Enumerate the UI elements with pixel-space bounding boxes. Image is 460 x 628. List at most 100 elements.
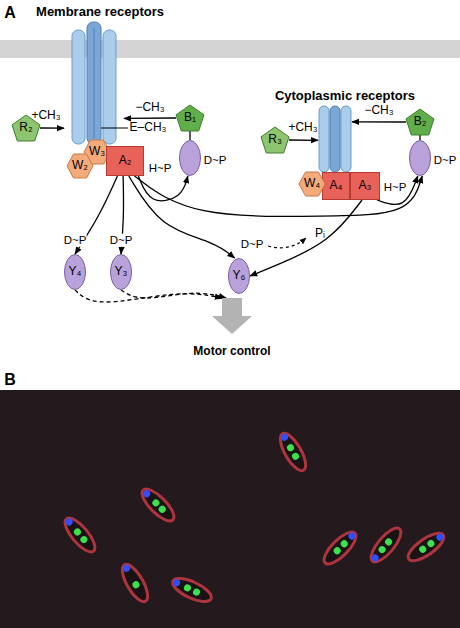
cell-outline: [319, 527, 360, 568]
bond-line: [101, 128, 128, 129]
phosphotransfer-arrow: [124, 117, 176, 119]
green-focus: [183, 583, 192, 592]
receiver-ellipse: [65, 255, 86, 290]
phosphotransfer-arrow: [189, 131, 190, 140]
node-label: D~P: [204, 154, 227, 167]
green-focus: [79, 535, 89, 545]
response-regulator: Y₆D~P: [228, 258, 250, 294]
blue-focus: [122, 563, 132, 573]
bacterial-cell: [404, 528, 448, 565]
green-focus: [72, 527, 82, 537]
green-focus: [339, 539, 349, 549]
node-label: Membrane receptors: [36, 5, 164, 19]
pentagon-shape: [261, 127, 289, 153]
receptor-helix: [87, 22, 101, 144]
green-focus: [426, 539, 436, 549]
membrane-receptor: Membrane receptorsE–CH₃: [64, 22, 124, 144]
node-label: A₄: [330, 179, 343, 192]
cell-outline: [118, 561, 153, 605]
bacterial-cell: [170, 574, 215, 606]
response-regulator: Y₃D~P: [110, 254, 132, 290]
panel-label: B: [4, 371, 16, 389]
bacterial-cell: [319, 527, 360, 568]
receiver-domain: D~P: [409, 140, 431, 176]
cell-outline: [137, 484, 178, 525]
phosphotransfer-arrow: [40, 127, 64, 128]
hexagon-shape: [67, 154, 93, 178]
green-focus: [332, 546, 342, 556]
micrograph-background: [0, 390, 460, 628]
cell-outline: [366, 524, 405, 566]
blue-focus: [142, 489, 152, 499]
node-annotation: E–CH₃: [130, 121, 167, 134]
node-label: Y₃: [115, 265, 128, 278]
green-focus: [384, 537, 394, 547]
histidine-kinase: A₃H~P: [350, 172, 380, 200]
green-focus: [151, 498, 161, 508]
node-label: B₁: [184, 111, 196, 124]
node-shape: [179, 140, 201, 176]
node-shape: [212, 298, 252, 334]
receptor-axis: [94, 28, 95, 138]
node-label: R₃: [268, 133, 282, 146]
node-annotation: H~P: [384, 181, 407, 194]
blue-focus: [64, 517, 74, 527]
blue-focus: [435, 532, 445, 542]
product-label: Pᵢ: [315, 227, 325, 240]
bacterial-cell: [137, 484, 178, 525]
dashed-signal-arrow: [121, 290, 226, 298]
adaptor-protein: W₂: [67, 154, 93, 178]
bacterial-cell: [118, 561, 153, 605]
node-annotation: D~P: [241, 238, 264, 251]
panel-label: A: [4, 4, 16, 22]
blue-focus: [347, 531, 357, 541]
bacterial-cell: [366, 524, 405, 566]
node-label: A₃: [359, 179, 372, 192]
node-label: W₄: [304, 177, 320, 190]
green-focus: [131, 580, 141, 590]
node-label: Motor control: [193, 345, 270, 358]
histidine-kinase: A₂H~P: [106, 146, 144, 176]
receiver-ellipse: [180, 141, 201, 176]
response-regulator: Y₄D~P: [64, 254, 86, 290]
receptor-helix: [330, 106, 340, 172]
hexagon-shape: [299, 172, 325, 196]
motor-output-arrow: Motor control: [212, 298, 252, 334]
kinase-box: [351, 173, 380, 200]
pentagon-shape: [176, 105, 204, 131]
edge-label: −CH₃: [364, 104, 393, 117]
node-shape: [64, 22, 124, 144]
receptor-helix: [103, 30, 116, 144]
methylesterase: B₂: [406, 109, 434, 135]
blue-focus: [370, 553, 380, 563]
bacterial-cell: [60, 514, 99, 556]
node-label: Y₆: [233, 269, 246, 282]
node-label: D~P: [434, 154, 457, 167]
phosphotransfer-arrow: [377, 176, 418, 205]
phosphotransfer-arrow: [289, 139, 318, 141]
node-label: Cytoplasmic receptors: [275, 89, 415, 103]
cell-outline: [170, 574, 215, 606]
node-annotation: D~P: [64, 234, 87, 247]
receptor-helix: [341, 106, 351, 172]
kinase-box: [107, 147, 144, 176]
phosphotransfer-arrow: [419, 135, 420, 140]
cell-outline: [276, 430, 311, 474]
node-shape: [318, 106, 352, 172]
blue-focus: [280, 432, 290, 442]
green-focus: [192, 587, 201, 596]
node-label: A₂: [119, 154, 132, 167]
histidine-kinase: A₄: [322, 172, 350, 200]
node-label: Y₄: [69, 265, 82, 278]
dashed-signal-arrow: [75, 290, 222, 302]
bacterial-cell: [276, 430, 311, 474]
node-label: R₂: [19, 121, 32, 134]
edge-label: +CH₃: [31, 109, 60, 122]
cell-outline: [404, 528, 448, 565]
phosphotransfer-arrow: [138, 176, 188, 201]
cytoplasmic-receptor: Cytoplasmic receptors: [318, 106, 352, 172]
receiver-ellipse: [111, 255, 132, 290]
phosphotransfer-arrow: [129, 176, 235, 258]
